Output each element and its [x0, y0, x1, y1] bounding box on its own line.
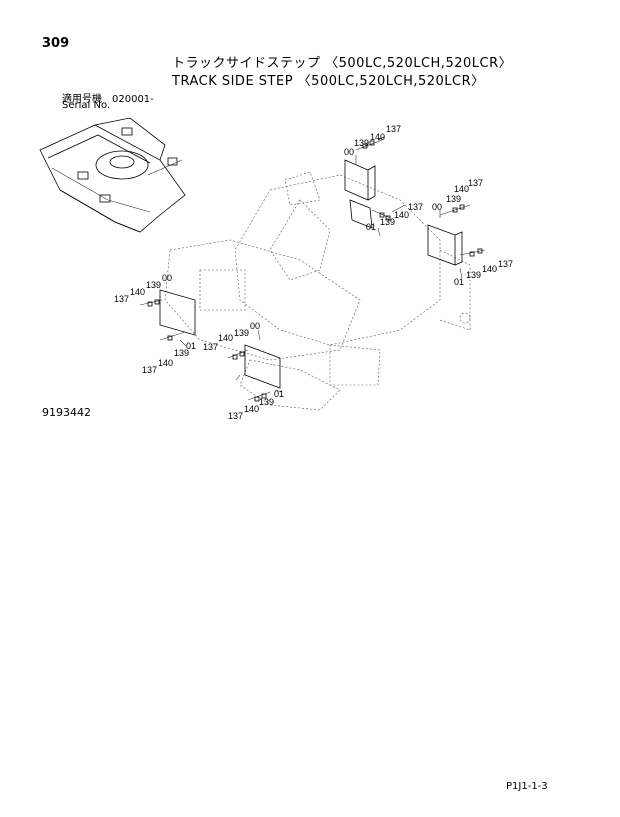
callout-00: 00 [344, 147, 354, 157]
callout-139: 139 [380, 217, 395, 227]
page-number: 309 [42, 36, 70, 51]
title-english: TRACK SIDE STEP 〈500LC,520LCH,520LCR〉 [172, 74, 485, 89]
undercarriage-inset [39, 117, 186, 233]
callout-140: 140 [454, 184, 469, 194]
step-lower-center [227, 344, 281, 402]
callout-137: 137 [386, 124, 401, 134]
serial-label: Serial No. [62, 100, 111, 111]
callout-140: 140 [482, 264, 497, 274]
callout-01: 01 [366, 222, 376, 232]
callout-140: 140 [158, 358, 173, 368]
callout-137: 137 [228, 411, 243, 421]
callout-139: 139 [146, 280, 161, 290]
callout-139: 139 [446, 194, 461, 204]
callout-139: 139 [259, 397, 274, 407]
callout-140: 140 [394, 210, 409, 220]
callout-137: 137 [203, 342, 218, 352]
step-upper-center [344, 136, 385, 201]
callout-labels: 00 139 140 137 137 140 139 01 137 140 13… [114, 124, 513, 421]
callout-137: 137 [408, 202, 423, 212]
callout-139: 139 [174, 348, 189, 358]
step-center-right [349, 199, 391, 229]
callout-137: 137 [498, 259, 513, 269]
step-left [139, 289, 196, 341]
callout-01: 01 [274, 389, 284, 399]
callout-137: 137 [114, 294, 129, 304]
step-right [427, 204, 486, 266]
callout-140: 140 [244, 404, 259, 414]
callout-139: 139 [466, 270, 481, 280]
serial-applicable-jp: 適用号機 020001- [62, 94, 154, 105]
callout-140: 140 [130, 287, 145, 297]
callout-139: 139 [354, 138, 369, 148]
callout-140: 140 [370, 132, 385, 142]
callout-137: 137 [468, 178, 483, 188]
callout-01: 01 [186, 341, 196, 351]
callout-00: 00 [250, 321, 260, 331]
leader-lines [179, 155, 463, 393]
callout-01: 01 [454, 277, 464, 287]
callout-139: 139 [234, 328, 249, 338]
footer-code: P1J1-1-3 [506, 781, 548, 792]
drawing-number: 9193442 [42, 406, 91, 419]
callout-00: 00 [432, 202, 442, 212]
callout-00: 00 [162, 273, 172, 283]
callout-140: 140 [218, 333, 233, 343]
main-frame [164, 171, 471, 411]
title-japanese: トラックサイドステップ 〈500LC,520LCH,520LCR〉 [172, 56, 513, 71]
callout-137: 137 [142, 365, 157, 375]
